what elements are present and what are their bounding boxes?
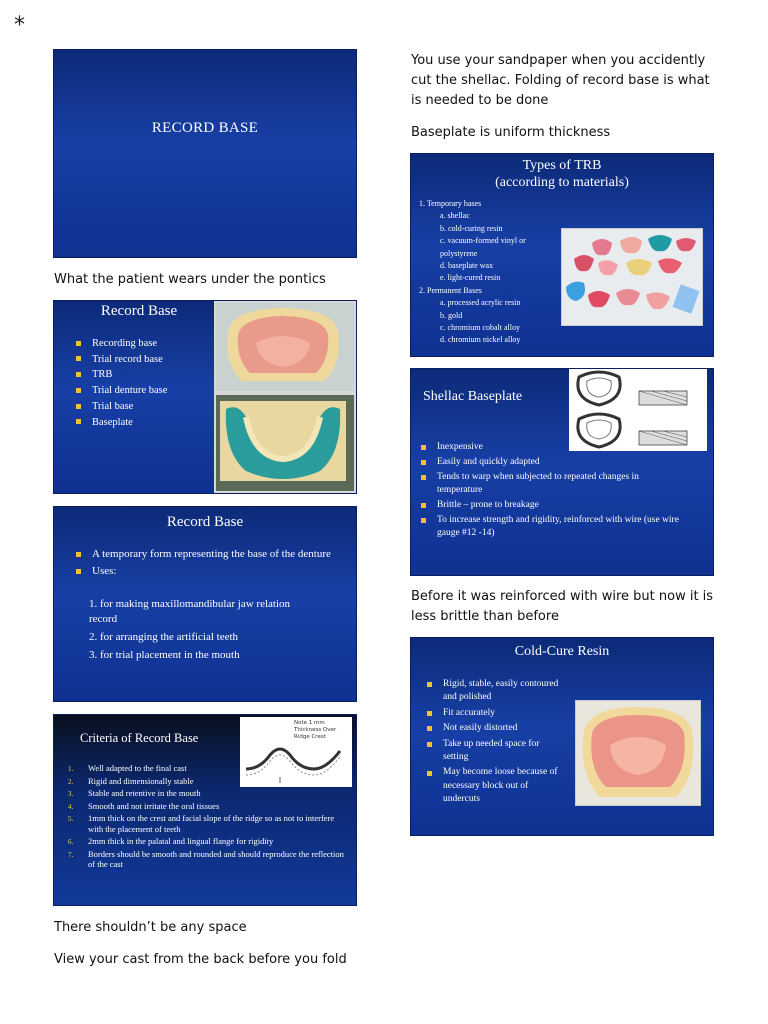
- list-item: 5.1mm thick on the crest and facial slop…: [68, 813, 335, 834]
- slide-title-line2: (according to materials): [495, 175, 629, 190]
- lower-record-base-photo: [214, 393, 356, 493]
- list-item: Tends to warp when subjected to repeated…: [421, 471, 647, 497]
- list-item: 3. for trial placement in the mouth: [89, 649, 240, 661]
- list-item: Easily and quickly adapted: [421, 456, 703, 469]
- list-item: Trial denture base: [76, 383, 167, 399]
- slide-shellac-baseplate: Shellac Baseplate Inexpensive Easily and…: [411, 369, 713, 575]
- list-item: 7.Borders should be smooth and rounded a…: [68, 848, 344, 870]
- list-item: Not easily distorted: [427, 722, 567, 735]
- list-item: 1.Well adapted to the final cast: [68, 763, 187, 773]
- list-item: Inexpensive: [421, 441, 703, 454]
- shellac-diagram: [569, 369, 707, 451]
- list-heading: 2. Permanent Bases: [419, 285, 482, 295]
- list-item: e. light-cured resin: [440, 273, 501, 283]
- criteria-list: 1.Well adapted to the final cast 2.Rigid…: [68, 763, 346, 870]
- list-item: Rigid, stable, easily contoured and poli…: [427, 678, 567, 705]
- list-item: c. chromium cobalt alloy: [440, 323, 520, 333]
- list-item: 4.Smooth and not irritate the oral tissu…: [68, 800, 220, 811]
- list-item: A temporary form representing the base o…: [76, 547, 342, 562]
- list-item: c. vacuum-formed vinyl or polystyrene: [440, 236, 526, 258]
- trb-materials-list: 1. Temporary bases a. shellac b. cold-cu…: [419, 198, 569, 347]
- slide-title: Cold-Cure Resin: [514, 644, 610, 659]
- note-reinforced-wire: Before it was reinforced with wire but n…: [411, 589, 714, 624]
- slide-types-of-trb: Types of TRB (according to materials) 1.…: [411, 154, 713, 356]
- slide-title: Record Base: [100, 303, 178, 319]
- list-item: Recording base: [76, 336, 167, 352]
- slide-title: Criteria of Record Base: [80, 731, 199, 745]
- slide-criteria-record-base: Criteria of Record Base Note 1 mm Thickn…: [54, 715, 356, 905]
- note-patient-wears: What the patient wears under the pontics: [54, 272, 326, 287]
- slide-record-base-synonyms: Record Base Recording base Trial record …: [54, 301, 356, 493]
- list-heading: 1. Temporary bases: [419, 199, 482, 208]
- list-item: Fit accurately: [427, 707, 567, 720]
- note-sandpaper: You use your sandpaper when you accident…: [411, 53, 710, 108]
- slide-title-line1: Types of TRB: [522, 158, 602, 173]
- list-item: Trial record base: [76, 352, 167, 368]
- list-item: b. cold-curing resin: [440, 223, 503, 233]
- definition-list: A temporary form representing the base o…: [76, 547, 342, 579]
- list-item: TRB: [76, 367, 167, 383]
- cold-cure-properties-list: Rigid, stable, easily contoured and poli…: [427, 678, 567, 807]
- note-no-space: There shouldn’t be any space: [54, 920, 247, 935]
- list-item: Baseplate: [76, 415, 167, 431]
- asterisk-mark-icon: ⁎: [14, 6, 25, 31]
- list-item: 3.Stable and retentive in the mouth: [68, 788, 201, 798]
- list-item: 1. for making maxillomandibular jaw rela…: [89, 598, 291, 625]
- uses-list: 1. for making maxillomandibular jaw rela…: [89, 597, 342, 663]
- slide-record-base-title: RECORD BASE: [54, 50, 356, 257]
- slide-title: Shellac Baseplate: [423, 389, 523, 404]
- list-item: 2. for arranging the artificial teeth: [89, 631, 239, 643]
- list-item: May become loose because of necessary bl…: [427, 766, 567, 806]
- shellac-properties-list: Inexpensive Easily and quickly adapted T…: [421, 441, 703, 540]
- diagram-label: Note 1 mm Thickness Over Ridge Crest: [294, 720, 337, 740]
- ridge-thickness-diagram: Note 1 mm Thickness Over Ridge Crest: [240, 717, 352, 787]
- synonym-list: Recording base Trial record base TRB Tri…: [76, 336, 167, 430]
- slide-cold-cure-resin: Cold-Cure Resin Rigid, stable, easily co…: [411, 638, 713, 835]
- slide-record-base-definition: Record Base A temporary form representin…: [54, 507, 356, 701]
- list-item: a. processed acrylic resin: [440, 298, 521, 308]
- list-item: d. chromium nickel alloy: [440, 335, 521, 345]
- list-item: d. baseplate wax: [440, 261, 494, 271]
- list-item: Trial base: [76, 399, 167, 415]
- slide-title: Record Base: [166, 514, 244, 530]
- note-view-cast: View your cast from the back before you …: [54, 952, 347, 967]
- cold-cure-resin-photo: [575, 700, 701, 806]
- list-item: To increase strength and rigidity, reinf…: [421, 514, 703, 540]
- list-item: a. shellac: [440, 211, 470, 221]
- list-item: b. gold: [440, 310, 463, 320]
- list-item: Take up needed space for setting: [427, 738, 567, 765]
- trb-samples-photo: [561, 228, 703, 326]
- note-baseplate-uniform: Baseplate is uniform thickness: [411, 125, 611, 140]
- list-item: Uses:: [76, 564, 342, 579]
- slide-title: RECORD BASE: [151, 120, 259, 136]
- list-item: Brittle – prone to breakage: [421, 499, 703, 512]
- list-item: 6.2mm thick in the palatal and lingual f…: [68, 836, 274, 846]
- list-item: 2.Rigid and dimensionally stable: [68, 775, 194, 786]
- slide-title: Types of TRB (according to materials): [411, 157, 713, 191]
- upper-record-base-photo: [214, 301, 356, 393]
